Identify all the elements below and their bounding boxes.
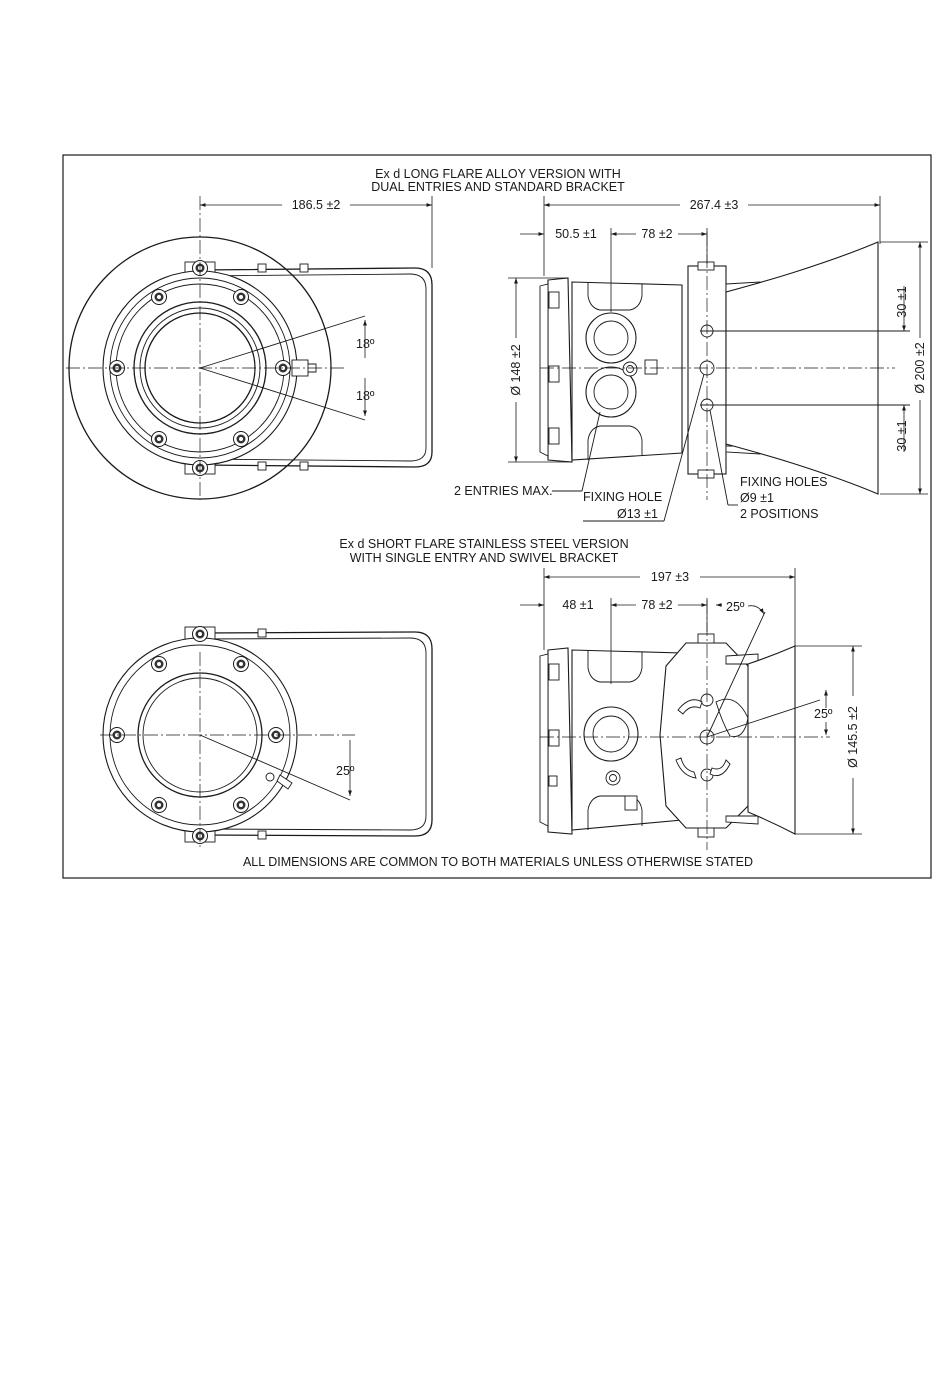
fixing-hole-label: FIXING HOLE	[583, 490, 662, 504]
dim-long-entry-spacing-label: 78 ±2	[641, 227, 672, 241]
long-front-view	[66, 196, 433, 500]
dim-long-width: 186.5 ±2	[200, 196, 433, 268]
short-version-title-1: Ex d SHORT FLARE STAINLESS STEEL VERSION	[339, 537, 628, 551]
dim-long-flare-diameter-label: Ø 200 ±2	[913, 342, 927, 393]
dim-long-entries: 50.5 ±1 78 ±2	[520, 227, 708, 312]
angle-short-front: 25º	[336, 740, 355, 796]
short-version-title-2: WITH SINGLE ENTRY AND SWIVEL BRACKET	[350, 551, 619, 565]
dim-short-length: 197 ±3	[543, 568, 796, 650]
drawing-frame	[62, 154, 932, 879]
short-version-titles: Ex d SHORT FLARE STAINLESS STEEL VERSION…	[339, 537, 628, 565]
dim-short-entry-spacing-label: 78 ±2	[641, 598, 672, 612]
fixing-hole-size-label: Ø13 ±1	[617, 507, 658, 521]
angle-short-bracket-label: 25º	[726, 600, 745, 614]
footer-note: ALL DIMENSIONS ARE COMMON TO BOTH MATERI…	[243, 855, 753, 869]
fixing-holes-size-label: Ø9 ±1	[740, 491, 774, 505]
dim-short-flare-diameter-label: Ø 145.5 ±2	[846, 706, 860, 768]
long-side-view	[539, 232, 910, 500]
dim-long-length-label: 267.4 ±3	[690, 198, 739, 212]
angle-long-upper-label: 18º	[356, 337, 375, 351]
short-side-view	[539, 600, 830, 850]
angle-short-front-label: 25º	[336, 764, 355, 778]
dim-long-length: 267.4 ±3	[543, 196, 881, 276]
dim-long-hole-lower-label: 30 ±1	[895, 420, 909, 451]
fixing-holes-label: FIXING HOLES	[740, 475, 828, 489]
long-version-title-2: DUAL ENTRIES AND STANDARD BRACKET	[371, 180, 625, 194]
dim-long-width-label: 186.5 ±2	[292, 198, 341, 212]
entries-max-label: 2 ENTRIES MAX.	[454, 484, 553, 498]
angle-short-flare-label: 25º	[814, 707, 833, 721]
long-version-title-1: Ex d LONG FLARE ALLOY VERSION WITH	[375, 167, 621, 181]
angle-long-front: 18º 18º	[356, 320, 375, 416]
dim-short-entries: 48 ±1 78 ±2 25º	[520, 598, 765, 684]
dim-long-body-diameter: Ø 148 ±2	[508, 277, 572, 463]
dim-short-entry-offset-label: 48 ±1	[562, 598, 593, 612]
dim-short-flare-diameter: Ø 145.5 ±2	[795, 645, 862, 835]
long-version-titles: Ex d LONG FLARE ALLOY VERSION WITH DUAL …	[371, 167, 625, 194]
angle-short-flare: 25º	[814, 690, 833, 735]
fixing-holes-positions-label: 2 POSITIONS	[740, 507, 819, 521]
angle-long-lower-label: 18º	[356, 389, 375, 403]
dim-long-entry-offset-label: 50.5 ±1	[555, 227, 597, 241]
dim-short-length-label: 197 ±3	[651, 570, 689, 584]
dim-long-hole-upper-label: 30 ±1	[895, 286, 909, 317]
short-front-view	[100, 626, 433, 850]
long-callouts: 2 ENTRIES MAX. FIXING HOLE Ø13 ±1 FIXING…	[454, 373, 828, 522]
dim-long-flare-diameter: Ø 200 ±2 30 ±1 30 ±1	[880, 241, 928, 495]
dim-long-body-diameter-label: Ø 148 ±2	[509, 344, 523, 395]
